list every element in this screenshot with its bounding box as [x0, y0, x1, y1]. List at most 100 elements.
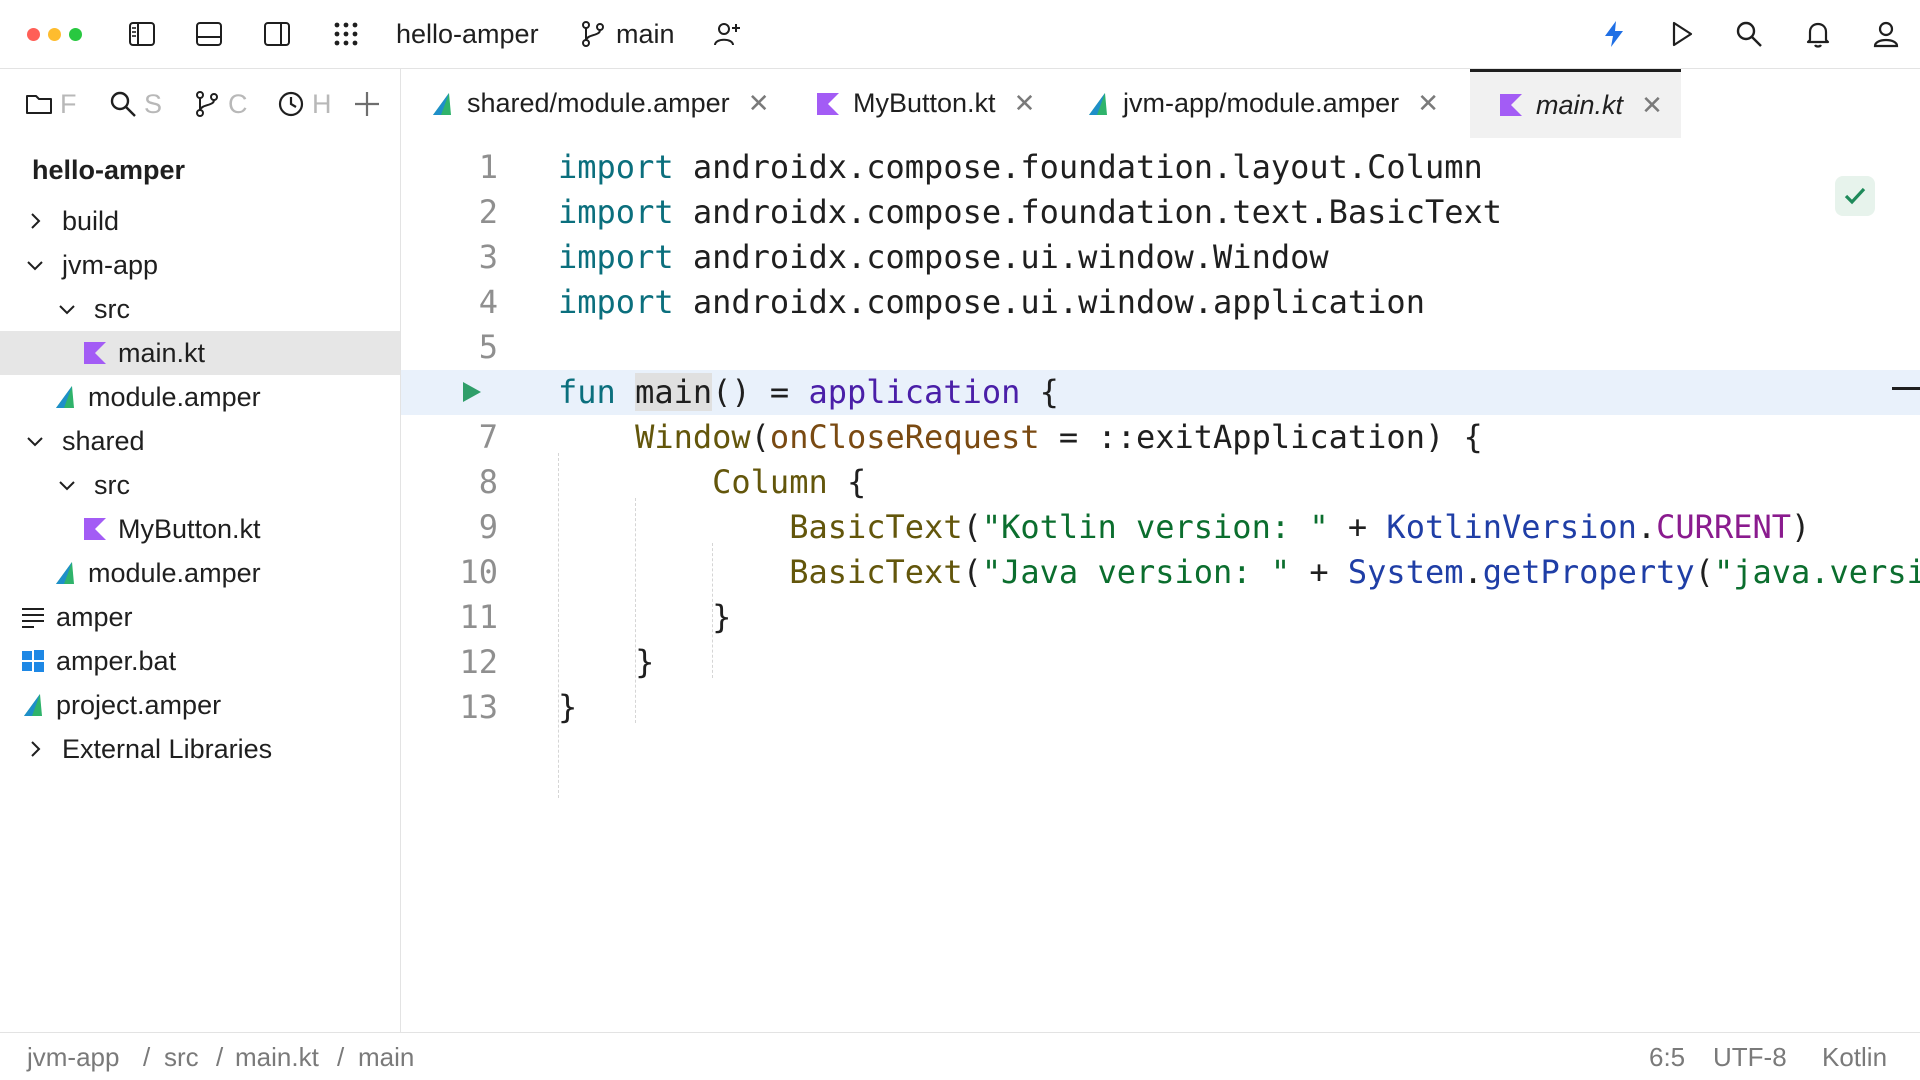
- code-token: import: [558, 193, 674, 231]
- code-token: {: [1020, 373, 1059, 411]
- tree-item-build[interactable]: build: [0, 199, 400, 243]
- code-token: +: [1290, 553, 1348, 591]
- code-line[interactable]: fun main() = application {: [401, 370, 1920, 415]
- tab-mybutton-kt[interactable]: MyButton.kt ✕: [787, 69, 1057, 138]
- indent-guide: [635, 498, 636, 723]
- user-icon[interactable]: [1868, 16, 1904, 52]
- toggle-right-panel-icon[interactable]: [259, 16, 295, 52]
- plus-icon[interactable]: [350, 87, 384, 121]
- cursor-position[interactable]: 6:5: [1649, 1042, 1686, 1072]
- breadcrumb-item[interactable]: main: [358, 1042, 415, 1072]
- project-name[interactable]: hello-amper: [396, 19, 539, 49]
- tree-item-shared[interactable]: shared: [0, 419, 400, 463]
- code-line[interactable]: 5: [401, 325, 1920, 370]
- sidebar-tab-search[interactable]: S: [108, 87, 162, 121]
- chevron-down-icon[interactable]: [56, 474, 78, 496]
- apps-grid-icon[interactable]: [328, 16, 364, 52]
- file-language[interactable]: Kotlin: [1822, 1042, 1888, 1072]
- tree-item-mybutton-kt[interactable]: MyButton.kt: [0, 507, 400, 551]
- scrollbar-marker[interactable]: [1892, 387, 1920, 390]
- close-icon[interactable]: ✕: [1641, 89, 1663, 120]
- tree-item-src[interactable]: src: [0, 287, 400, 331]
- checkmark-icon: [1844, 187, 1866, 205]
- tree-item-module-amper[interactable]: module.amper: [0, 551, 400, 595]
- chevron-down-icon[interactable]: [56, 298, 78, 320]
- tree-item-label: amper: [56, 602, 133, 632]
- sidebar-tab-commit[interactable]: C: [192, 87, 248, 121]
- code-line[interactable]: 12 }: [401, 640, 1920, 685]
- tab-label: shared/module.amper: [467, 88, 730, 118]
- run-icon[interactable]: [1663, 16, 1699, 52]
- tree-item-main-kt[interactable]: main.kt: [0, 331, 400, 375]
- amper-file-icon: [24, 694, 42, 716]
- tree-item-external-libraries[interactable]: External Libraries: [0, 727, 400, 771]
- tab-main-kt[interactable]: main.kt ✕: [1470, 69, 1681, 138]
- tab-jvm-app-module-amper[interactable]: jvm-app/module.amper ✕: [1057, 69, 1470, 138]
- lightning-icon[interactable]: [1596, 16, 1632, 52]
- tree-item-amper-bat[interactable]: amper.bat: [0, 639, 400, 683]
- tree-item-project-amper[interactable]: project.amper: [0, 683, 400, 727]
- close-icon[interactable]: ✕: [1013, 88, 1036, 118]
- chevron-right-icon[interactable]: [24, 210, 46, 232]
- code-line[interactable]: 9 BasicText("Kotlin version: " + KotlinV…: [401, 505, 1920, 550]
- code-line[interactable]: 10 BasicText("Java version: " + System.g…: [401, 550, 1920, 595]
- tree-item-label: module.amper: [88, 558, 261, 588]
- search-icon[interactable]: [1731, 16, 1767, 52]
- project-root[interactable]: hello-amper: [32, 155, 186, 185]
- run-gutter-icon[interactable]: [459, 380, 483, 404]
- breadcrumb-separator: /: [143, 1042, 151, 1072]
- code-text: Window(onCloseRequest = ::exitApplicatio…: [558, 415, 1483, 460]
- toggle-bottom-panel-icon[interactable]: [191, 16, 227, 52]
- code-line[interactable]: 13}: [401, 685, 1920, 730]
- sidebar-tab-label: F: [60, 88, 77, 119]
- tree-item-amper[interactable]: amper: [0, 595, 400, 639]
- code-token: CURRENT: [1656, 508, 1791, 546]
- code-line[interactable]: 7 Window(onCloseRequest = ::exitApplicat…: [401, 415, 1920, 460]
- code-token: "Java version: ": [981, 553, 1291, 591]
- add-user-icon[interactable]: [709, 16, 745, 52]
- close-icon[interactable]: ✕: [1417, 88, 1440, 118]
- code-token: import: [558, 283, 674, 321]
- file-encoding[interactable]: UTF-8: [1713, 1042, 1787, 1072]
- chevron-down-icon[interactable]: [24, 430, 46, 452]
- indent-guide: [558, 453, 559, 798]
- window-close-button[interactable]: [27, 28, 40, 41]
- code-text: import androidx.compose.foundation.layou…: [558, 145, 1483, 190]
- inspection-ok-indicator[interactable]: [1835, 176, 1875, 216]
- code-token: (: [1694, 553, 1714, 591]
- tree-item-module-amper[interactable]: module.amper: [0, 375, 400, 419]
- code-line[interactable]: 2 import androidx.compose.foundation.text…: [401, 190, 1920, 235]
- tab-shared-module-amper[interactable]: shared/module.amper ✕: [401, 69, 787, 138]
- close-icon[interactable]: ✕: [747, 88, 770, 118]
- code-token: }: [558, 643, 655, 681]
- code-token: onCloseRequest: [769, 418, 1040, 456]
- code-token: androidx.compose.foundation.text.BasicTe…: [673, 193, 1503, 231]
- toggle-left-panel-icon[interactable]: [124, 16, 160, 52]
- tree-item-jvm-app[interactable]: jvm-app: [0, 243, 400, 287]
- code-line[interactable]: 11 }: [401, 595, 1920, 640]
- code-token: .: [1463, 553, 1483, 591]
- window-maximize-button[interactable]: [69, 28, 82, 41]
- sidebar-tab-files[interactable]: F: [24, 87, 77, 121]
- line-number: 10: [459, 553, 498, 591]
- window-minimize-button[interactable]: [48, 28, 61, 41]
- sidebar-tab-history[interactable]: H: [276, 87, 332, 121]
- breadcrumb-item[interactable]: jvm-app: [27, 1042, 120, 1072]
- chevron-down-icon[interactable]: [24, 254, 46, 276]
- code-line[interactable]: 8 Column {: [401, 460, 1920, 505]
- chevron-right-icon[interactable]: [24, 738, 46, 760]
- tree-item-src[interactable]: src: [0, 463, 400, 507]
- editor-tabs: shared/module.amper ✕ MyButton.kt ✕ jvm-…: [401, 69, 1920, 138]
- code-text: }: [558, 595, 731, 640]
- line-number: 12: [459, 643, 498, 681]
- branch-name[interactable]: main: [616, 19, 675, 49]
- breadcrumb-item[interactable]: main.kt: [235, 1042, 319, 1072]
- line-number: 2: [478, 193, 498, 231]
- bell-icon[interactable]: [1800, 16, 1836, 52]
- branch-icon[interactable]: [575, 16, 611, 52]
- breadcrumb-item[interactable]: src: [164, 1042, 199, 1072]
